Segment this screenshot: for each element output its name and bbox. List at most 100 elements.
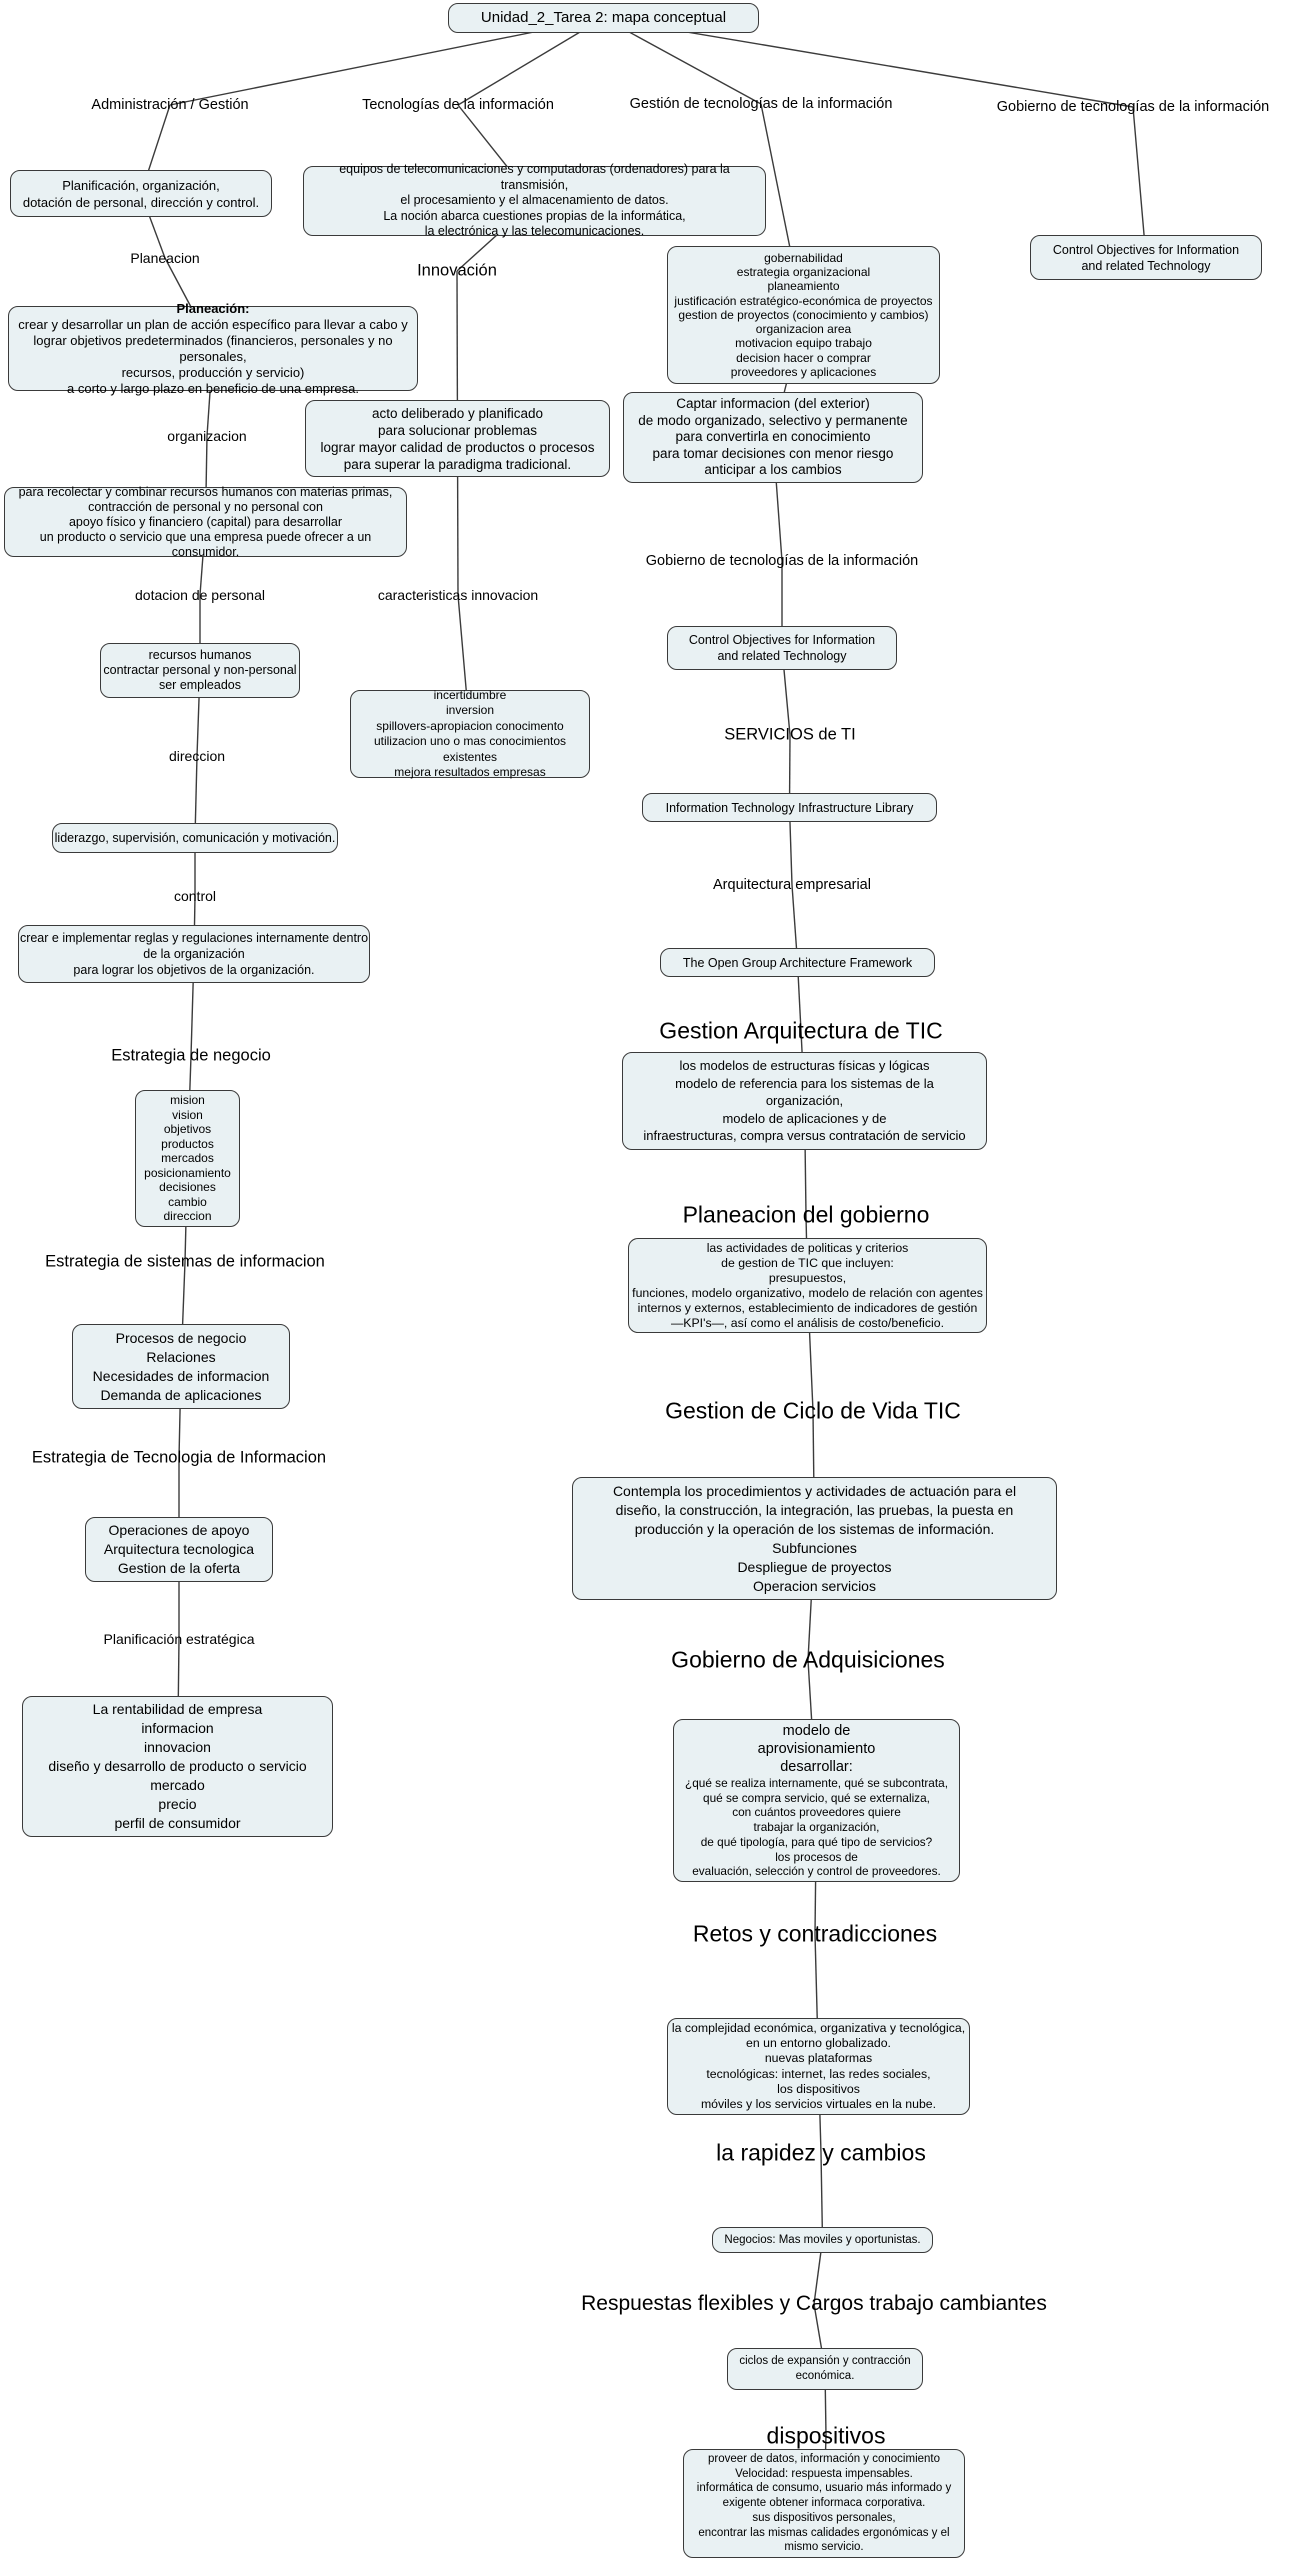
node-estrategia-negocio: Estrategia de negocio	[111, 1047, 271, 1066]
node-complejidad: la complejidad económica, organizativa y…	[667, 2018, 970, 2115]
node-organizacion-text: organizacion	[167, 428, 247, 444]
node-itil: Information Technology Infrastructure Li…	[642, 793, 937, 822]
node-adquisiciones-text: Gobierno de Adquisiciones	[671, 1646, 945, 1673]
node-mision: mision vision objetivos productos mercad…	[135, 1090, 240, 1227]
node-dispositivos-text: dispositivos	[766, 2422, 886, 2449]
node-retos-text: Retos y contradicciones	[692, 1920, 938, 1947]
node-gob-tec-text: Gobierno de tecnologías de la informació…	[645, 553, 919, 569]
node-ciclos-text: ciclos de expansión y contracción económ…	[739, 2355, 911, 2382]
node-contempla: Contempla los procedimientos y actividad…	[572, 1477, 1057, 1600]
node-rentabilidad-text: La rentabilidad de empresa informacion i…	[48, 1701, 307, 1831]
node-title-text: Unidad_2_Tarea 2: mapa conceptual	[480, 9, 727, 26]
node-caracteristicas-text: caracteristicas innovacion	[377, 587, 539, 603]
node-ciclos: ciclos de expansión y contracción económ…	[727, 2348, 923, 2390]
node-actividades: las actividades de politicas y criterios…	[628, 1238, 987, 1333]
node-procesos: Procesos de negocio Relaciones Necesidad…	[72, 1324, 290, 1409]
node-respuestas-text: Respuestas flexibles y Cargos trabajo ca…	[581, 2292, 1047, 2315]
node-planeacion-label: Planeacion	[130, 250, 199, 266]
node-admin: Administración / Gestión	[91, 97, 248, 113]
node-adquisiciones: Gobierno de Adquisiciones	[671, 1647, 945, 1674]
node-modelo-aprov: modelo de aprovisionamiento desarrollar:…	[673, 1719, 960, 1882]
node-gobernabilidad: gobernabilidad estrategia organizacional…	[667, 246, 940, 384]
node-dotacion: dotacion de personal	[135, 587, 265, 603]
node-modelos-text: los modelos de estructuras físicas y lóg…	[643, 1058, 966, 1144]
node-ciclo-text: Gestion de Ciclo de Vida TIC	[665, 1397, 961, 1424]
edge-gobti--cobit-right	[1132, 106, 1147, 258]
node-planeacion-gob: Planeacion del gobierno	[683, 1202, 930, 1229]
node-arq-emp: Arquitectura empresarial	[713, 877, 871, 893]
node-arq-emp-text: Arquitectura empresarial	[713, 877, 871, 893]
node-direccion-text: direccion	[168, 748, 226, 764]
node-organizacion: organizacion	[167, 428, 246, 444]
node-proveer-text: proveer de datos, información y conocimi…	[696, 2453, 952, 2554]
node-rapidez: la rapidez y cambios	[716, 2140, 926, 2167]
node-direccion: direccion	[169, 748, 225, 764]
node-gti-text: Gestión de tecnologías de la información	[629, 96, 893, 112]
node-planificacion-text: Planificación, organización, dotación de…	[22, 177, 260, 210]
node-actividades-text: las actividades de politicas y criterios…	[632, 1240, 983, 1330]
node-cobit-right-text: Control Objectives for Information and r…	[1052, 242, 1240, 273]
node-liderazgo: liderazgo, supervisión, comunicación y m…	[52, 823, 338, 853]
node-cobit-center: Control Objectives for Information and r…	[667, 626, 897, 670]
node-planeacion-box-text: crear y desarrollar un plan de acción es…	[18, 316, 408, 396]
node-equipos-text: equipos de telecomunicaciones y computad…	[339, 162, 730, 239]
node-ti-text: Tecnologías de la información	[362, 97, 554, 113]
node-dotacion-text: dotacion de personal	[135, 587, 265, 603]
node-planeacion-label-text: Planeacion	[130, 250, 200, 266]
node-control-label: control	[174, 888, 216, 904]
node-innovacion-text: Innovación	[417, 261, 497, 280]
node-rrhh: recursos humanos contractar personal y n…	[100, 643, 300, 698]
node-estrategia-ti-text: Estrategia de Tecnologia de Informacion	[31, 1448, 327, 1467]
node-captar-text: Captar informacion (del exterior) de mod…	[638, 396, 908, 478]
node-complejidad-text: la complejidad económica, organizativa y…	[671, 2020, 966, 2111]
node-planeacion-gob-text: Planeacion del gobierno	[682, 1201, 930, 1228]
edge-rapidez--negocios	[820, 2152, 824, 2241]
node-negocios-text: Negocios: Mas moviles y oportunistas.	[724, 2234, 921, 2246]
node-togaf: The Open Group Architecture Framework	[660, 948, 935, 977]
node-gti: Gestión de tecnologías de la información	[630, 96, 893, 112]
node-recolectar-text: para recolectar y combinar recursos huma…	[18, 484, 393, 559]
node-proveer: proveer de datos, información y conocimi…	[683, 2449, 965, 2558]
node-equipos: equipos de telecomunicaciones y computad…	[303, 162, 766, 238]
node-itil-text: Information Technology Infrastructure Li…	[665, 800, 914, 815]
node-planif-estrategica-text: Planificación estratégica	[103, 1631, 255, 1647]
node-negocios: Negocios: Mas moviles y oportunistas.	[712, 2227, 933, 2253]
node-mision-text: mision vision objetivos productos mercad…	[144, 1093, 231, 1224]
node-recolectar: para recolectar y combinar recursos huma…	[4, 484, 407, 559]
node-admin-text: Administración / Gestión	[91, 97, 249, 113]
node-dispositivos: dispositivos	[767, 2423, 886, 2450]
node-cobit-right: Control Objectives for Information and r…	[1030, 235, 1262, 280]
node-planeacion-box-title: Planeación:	[176, 300, 250, 316]
node-servicios-text: SERVICIOS de TI	[724, 725, 856, 744]
node-gobti-text: Gobierno de tecnologías de la informació…	[996, 99, 1270, 115]
node-gob-tec: Gobierno de tecnologías de la informació…	[646, 553, 918, 569]
node-control-box: crear e implementar reglas y regulacione…	[18, 925, 370, 983]
node-servicios: SERVICIOS de TI	[724, 726, 855, 745]
node-contempla-text: Contempla los procedimientos y actividad…	[612, 1482, 1017, 1594]
node-caracteristicas: caracteristicas innovacion	[378, 587, 538, 603]
node-operaciones-text: Operaciones de apoyo Arquitectura tecnol…	[103, 1522, 255, 1576]
node-cobit-center-text: Control Objectives for Information and r…	[688, 633, 876, 663]
node-gestion-arq-text: Gestion Arquitectura de TIC	[659, 1017, 943, 1044]
node-modelo-aprov-text: ¿qué se realiza internamente, qué se sub…	[685, 1776, 948, 1879]
node-planificacion: Planificación, organización, dotación de…	[10, 170, 272, 217]
node-planif-estrategica: Planificación estratégica	[104, 1631, 255, 1647]
node-retos: Retos y contradicciones	[693, 1921, 937, 1948]
node-captar: Captar informacion (del exterior) de mod…	[623, 392, 923, 483]
node-estrategia-ti: Estrategia de Tecnologia de Informacion	[32, 1449, 326, 1468]
node-operaciones: Operaciones de apoyo Arquitectura tecnol…	[85, 1517, 273, 1582]
node-gobti: Gobierno de tecnologías de la informació…	[997, 99, 1269, 115]
node-togaf-text: The Open Group Architecture Framework	[682, 955, 913, 970]
node-rentabilidad: La rentabilidad de empresa informacion i…	[22, 1696, 333, 1837]
node-liderazgo-text: liderazgo, supervisión, comunicación y m…	[54, 831, 336, 845]
node-gobernabilidad-text: gobernabilidad estrategia organizacional…	[674, 250, 933, 380]
node-modelo-aprov-lead: modelo de aprovisionamiento desarrollar:	[757, 1723, 876, 1776]
node-modelos: los modelos de estructuras físicas y lóg…	[622, 1052, 987, 1150]
node-acto: acto deliberado y planificado para soluc…	[305, 400, 610, 477]
node-acto-text: acto deliberado y planificado para soluc…	[320, 405, 595, 472]
node-rapidez-text: la rapidez y cambios	[716, 2139, 926, 2166]
node-title: Unidad_2_Tarea 2: mapa conceptual	[448, 3, 759, 33]
node-rrhh-text: recursos humanos contractar personal y n…	[103, 648, 297, 692]
node-control-box-text: crear e implementar reglas y regulacione…	[19, 931, 369, 977]
